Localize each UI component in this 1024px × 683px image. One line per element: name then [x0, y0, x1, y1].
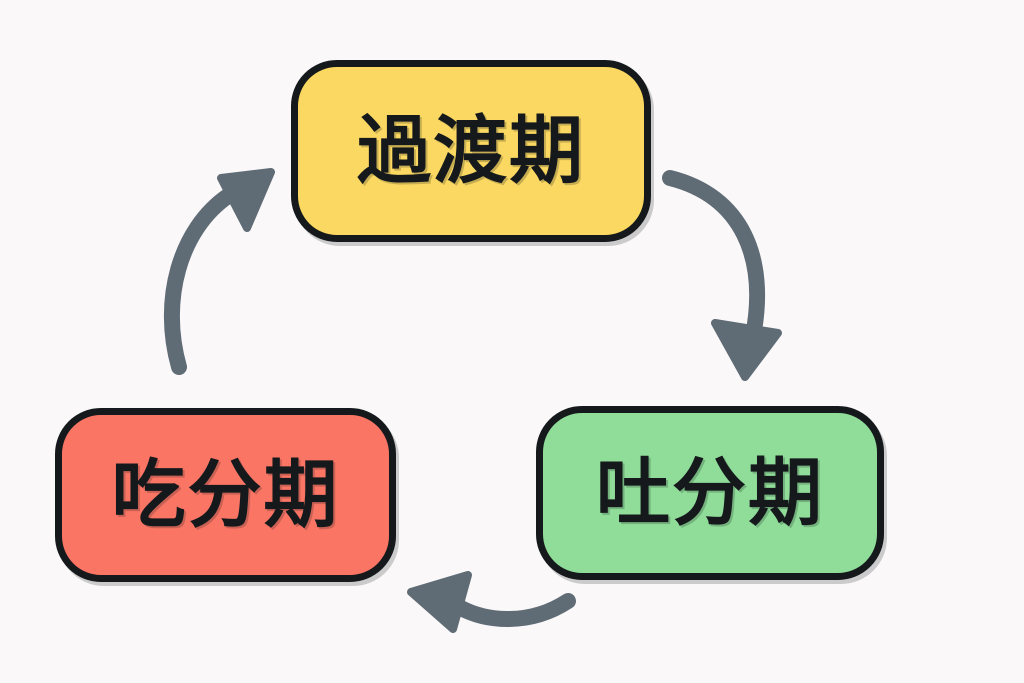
- arrow-transition-to-output: [662, 170, 782, 381]
- arrow-input-to-transition: [163, 168, 275, 375]
- node-output-label: 吐分期: [596, 450, 824, 536]
- node-output[interactable]: 吐分期: [536, 406, 884, 580]
- node-transition-label: 過渡期: [357, 108, 585, 194]
- arrow-output-to-input: [407, 571, 576, 633]
- node-input[interactable]: 吃分期: [55, 408, 396, 582]
- node-transition[interactable]: 過渡期: [291, 60, 651, 242]
- node-input-label: 吃分期: [111, 452, 340, 538]
